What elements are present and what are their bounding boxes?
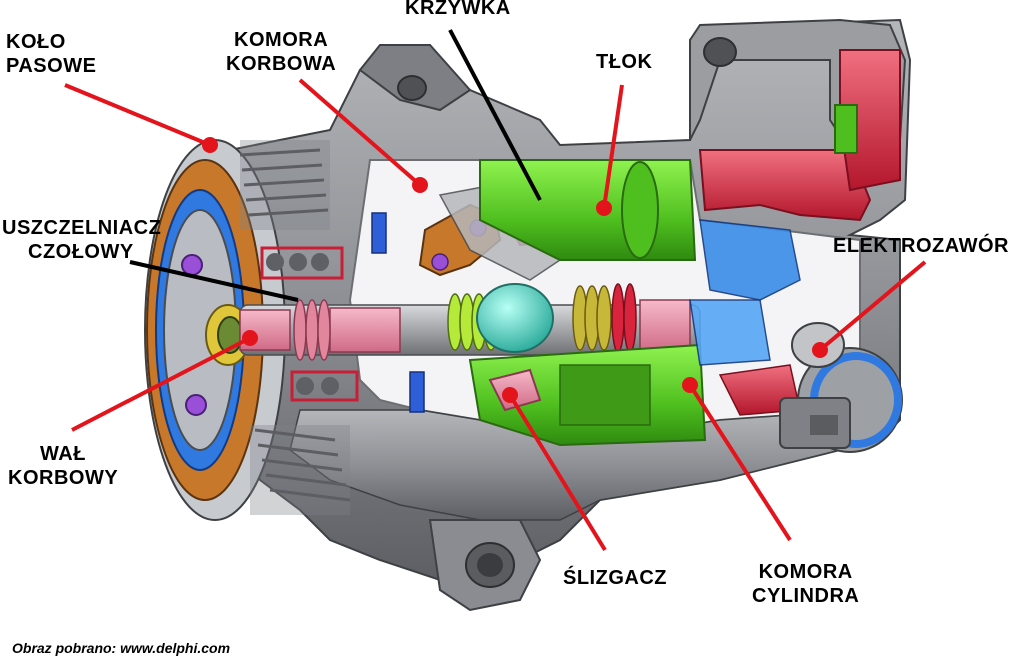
leader-lines [64, 29, 927, 552]
label-uszczelniacz-line1: USZCZELNIACZ [2, 217, 162, 239]
label-komora-korbowa-line1: KOMORA [234, 29, 329, 51]
label-komora-cylindra-line2: CYLINDRA [752, 585, 860, 607]
label-wal-korbowy-line1: WAŁ [40, 443, 86, 465]
leader-komora-korbowa [298, 78, 422, 187]
leader-slizgacz [508, 393, 607, 552]
label-komora-cylindra-line1: KOMORA [758, 561, 853, 583]
crankshaft [239, 283, 701, 361]
label-uszczelniacz-line2: CZOŁOWY [28, 241, 134, 263]
lower-piston [468, 343, 707, 447]
label-kolo-pasowe-line2: PASOWE [6, 55, 97, 77]
leader-uszczelniacz [129, 260, 299, 302]
label-komora-cylindra: KOMORA CYLINDRA [752, 560, 859, 608]
bearing-red-upper [260, 246, 344, 280]
leader-tlok [602, 84, 624, 209]
label-slizgacz: ŚLIZGACZ [563, 567, 667, 589]
rear-head [371, 49, 901, 416]
bearing-balls [266, 253, 339, 395]
cam-pin-1 [431, 253, 449, 271]
label-kolo-pasowe-line1: KOŁO [6, 31, 66, 53]
ball-joint [476, 283, 554, 353]
leader-wal-korbowy [71, 336, 251, 432]
leader-krzywka [448, 29, 542, 201]
shaft-pink-front [239, 309, 291, 351]
label-wal-korbowy-line2: KORBOWY [8, 467, 119, 489]
mount-hole-rear [703, 37, 737, 67]
blue-passage-1 [699, 219, 801, 301]
red-seal-rings [611, 283, 637, 353]
label-kolo-pasowe: KOŁO PASOWE [6, 30, 96, 78]
label-uszczelniacz: USZCZELNIACZ CZOŁOWY [2, 216, 161, 264]
face-seal-rings [293, 299, 331, 361]
blue-gasket-lower [409, 371, 425, 413]
label-komora-korbowa: KOMORA KORBOWA [226, 28, 336, 76]
rivet-top [181, 254, 203, 276]
leader-elektrozawor [818, 260, 927, 352]
shaft-pink-mid [329, 307, 401, 353]
green-valve [834, 104, 858, 154]
blue-passage-2 [689, 299, 771, 366]
image-credit: Obraz pobrano: www.delphi.com [12, 640, 231, 656]
label-komora-korbowa-line2: KORBOWA [226, 53, 337, 75]
pulley-grooves [239, 148, 351, 502]
bearing-red-lower [290, 370, 359, 402]
shaft-pink-rear [639, 299, 691, 353]
leader-komora-cylindra [688, 383, 792, 542]
pulley-assembly [144, 139, 359, 521]
leader-kolo-pasowe [64, 83, 211, 147]
label-wal-korbowy: WAŁ KORBOWY [8, 442, 118, 490]
blue-gasket-upper [371, 212, 387, 254]
label-elektrozawor: ELEKTROZAWÓR [833, 235, 1009, 257]
mount-hole-top [397, 75, 427, 101]
rivet-bottom [185, 394, 207, 416]
solenoid-valve [779, 322, 903, 453]
label-tlok: TŁOK [596, 51, 653, 73]
spring-rings-rear [572, 285, 612, 351]
label-krzywka: KRZYWKA [405, 0, 511, 19]
